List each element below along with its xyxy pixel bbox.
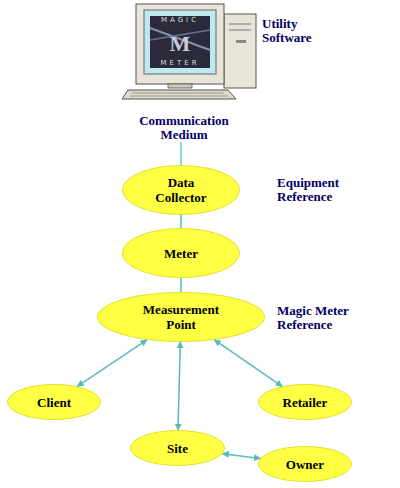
node-label: Meter — [136, 246, 226, 261]
logo-text: MAGIC — [150, 16, 210, 24]
ellipse-node: Data Collector — [122, 165, 240, 215]
node-label: Site — [138, 441, 218, 456]
node-label: Client — [14, 395, 94, 410]
ellipse-node: Retailer — [258, 384, 352, 420]
ellipse-node: Site — [130, 430, 225, 466]
node-label: Owner — [265, 457, 345, 472]
node-label: Retailer — [265, 395, 345, 410]
connector-line — [178, 342, 180, 430]
connector-line — [223, 454, 261, 459]
annotation-label: Equipment Reference — [277, 176, 357, 204]
connector-line — [77, 340, 147, 387]
connector-line — [180, 215, 182, 228]
ellipse-node: Meter — [122, 228, 240, 278]
connector-line — [180, 278, 182, 292]
logo-text: METER — [150, 59, 210, 67]
logo-text: M — [168, 32, 192, 55]
ellipse-node: Client — [7, 384, 101, 420]
node-label: Measurement Point — [131, 302, 231, 332]
connector-line — [214, 340, 282, 386]
annotation-label: Communication Medium — [126, 114, 242, 142]
annotation-label: Magic Meter Reference — [277, 304, 365, 332]
ellipse-node: Owner — [258, 446, 352, 482]
node-label: Data Collector — [141, 175, 221, 205]
ellipse-node: Measurement Point — [97, 292, 265, 342]
annotation-label: Utility Software — [262, 17, 328, 45]
